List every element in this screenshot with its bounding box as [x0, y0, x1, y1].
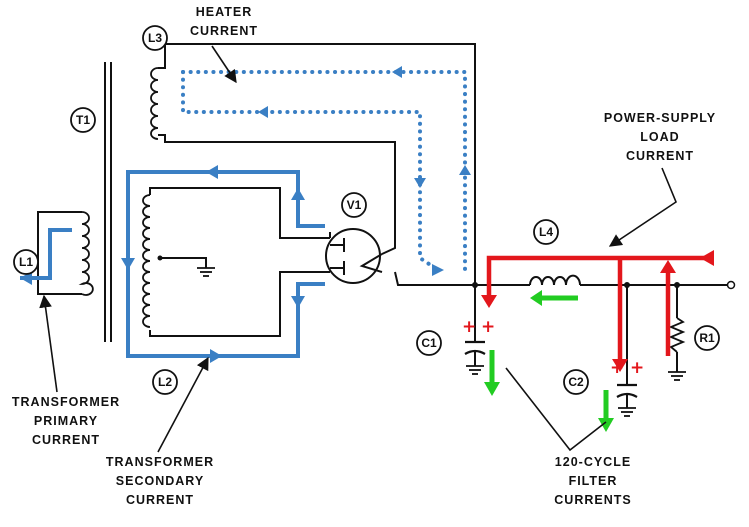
- primary-label-line1: TRANSFORMER: [12, 395, 120, 409]
- heater-current-arrows: [258, 66, 471, 276]
- v1-label: V1: [347, 198, 362, 212]
- secondary-label-line1: TRANSFORMER: [106, 455, 214, 469]
- c2-capacitor: [616, 383, 638, 398]
- l1-coil: [78, 211, 94, 296]
- heater-label-line2: CURRENT: [190, 24, 258, 38]
- leader-lines: [39, 45, 677, 453]
- primary-label-line2: PRIMARY: [34, 414, 98, 428]
- c1-plus-left: +: [462, 317, 476, 337]
- load-current-arrows: [481, 250, 714, 372]
- v1-tube: [325, 228, 383, 284]
- power-supply-line1: POWER-SUPPLY: [604, 111, 716, 125]
- t1-label: T1: [76, 113, 90, 127]
- load-current-path: [486, 255, 710, 368]
- heater-current-path: [181, 70, 467, 274]
- output-terminal: [726, 280, 736, 290]
- power-supply-line3: CURRENT: [626, 149, 694, 163]
- l3-label: L3: [148, 31, 162, 45]
- wiring: [37, 43, 728, 408]
- transformer-core: [104, 62, 112, 342]
- filter-label-line3: CURRENTS: [554, 493, 631, 507]
- l3-coil: [150, 67, 159, 140]
- power-supply-line2: LOAD: [640, 130, 679, 144]
- secondary-label-line3: CURRENT: [126, 493, 194, 507]
- filter-current-arrows: [484, 290, 614, 432]
- l1-label: L1: [19, 255, 33, 269]
- c2-polarity: + +: [610, 358, 644, 378]
- filter-label-line2: FILTER: [569, 474, 618, 488]
- r1-resistor: [668, 317, 686, 353]
- l4-label: L4: [539, 225, 553, 239]
- c2-badge: [563, 369, 589, 395]
- r1-label: R1: [699, 331, 715, 345]
- heater-current-label: HEATER CURRENT: [190, 5, 258, 38]
- c2-label: C2: [568, 375, 584, 389]
- l4-badge: [533, 219, 559, 245]
- filter-label-line1: 120-CYCLE: [555, 455, 631, 469]
- l1-badge: [13, 249, 39, 275]
- v1-badge: [341, 192, 367, 218]
- l4-coil: [529, 274, 581, 286]
- secondary-current-arrows: [121, 165, 305, 363]
- centre-tap-dot: [157, 255, 163, 261]
- t1-badge: [70, 107, 96, 133]
- primary-current-label: TRANSFORMER PRIMARY CURRENT: [12, 395, 120, 447]
- l2-badge: [152, 369, 178, 395]
- component-badges: [13, 25, 720, 395]
- c1-polarity: + +: [462, 317, 495, 337]
- primary-current-path: [20, 228, 72, 280]
- r1-badge: [694, 325, 720, 351]
- junction-dots: [472, 282, 680, 288]
- secondary-current-label: TRANSFORMER SECONDARY CURRENT: [106, 455, 214, 507]
- c1-plus-right: +: [481, 317, 495, 337]
- c1-badge: [416, 330, 442, 356]
- c2-plus-left: +: [610, 358, 624, 378]
- ground-symbols: [197, 267, 686, 417]
- secondary-label-line2: SECONDARY: [116, 474, 204, 488]
- l2-coil: [142, 194, 151, 328]
- l2-label: L2: [158, 375, 172, 389]
- power-supply-label: POWER-SUPPLY LOAD CURRENT: [604, 111, 716, 163]
- c1-label: C1: [421, 336, 437, 350]
- c2-plus-right: +: [630, 358, 644, 378]
- heater-label-line1: HEATER: [196, 5, 252, 19]
- l3-badge: [142, 25, 168, 51]
- filter-currents-label: 120-CYCLE FILTER CURRENTS: [554, 455, 631, 507]
- c1-capacitor: [464, 340, 486, 355]
- primary-label-line3: CURRENT: [32, 433, 100, 447]
